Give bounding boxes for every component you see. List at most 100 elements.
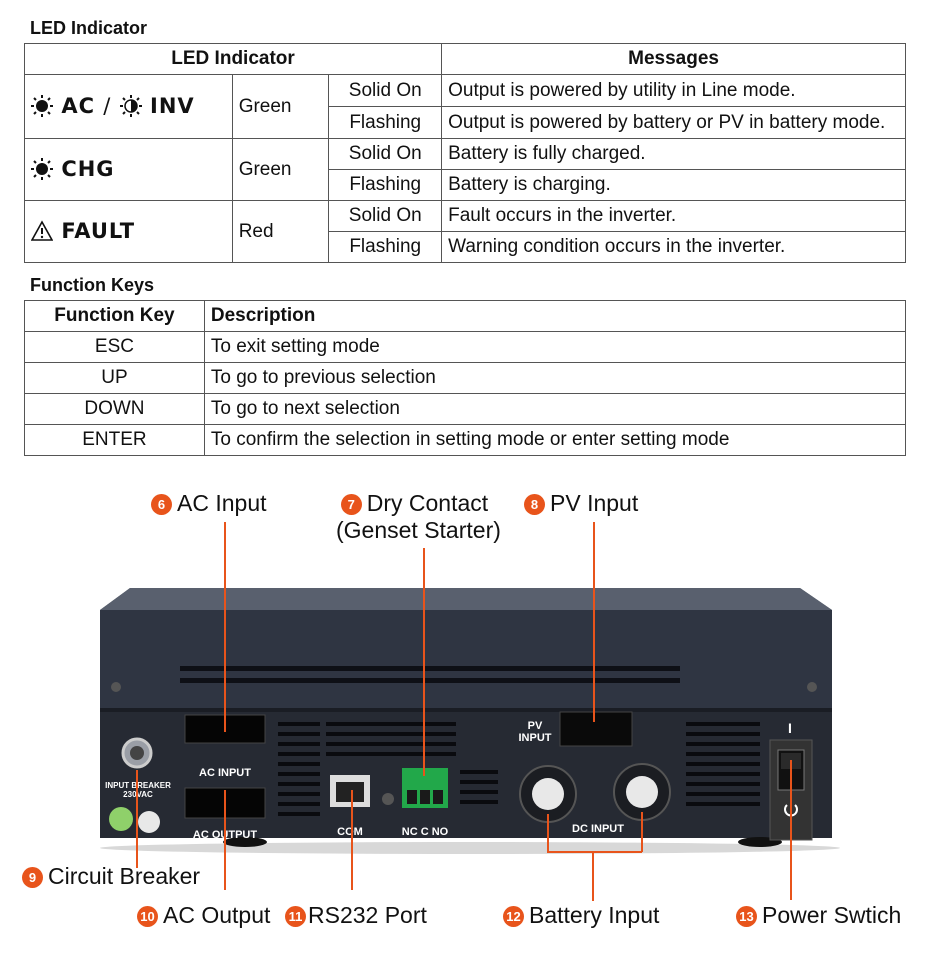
table-row: DOWN To go to next selection [24,393,907,425]
leader-line-battery-left [547,814,549,852]
callout-number-badge: 9 [22,867,43,888]
led-message-cell: Battery is fully charged. [441,138,906,170]
sun-filled-icon [31,95,53,117]
com-port-label: COM [337,826,363,838]
leader-line-rs232 [351,790,353,890]
table-row: ENTER To confirm the selection in settin… [24,424,907,456]
callout-label: Power Swtich [762,902,902,928]
function-key-cell: UP [24,362,205,394]
function-table-header-row: Function Key Description [24,300,907,332]
description-cell: To go to previous selection [203,362,907,394]
table-row: ESC To exit setting mode [24,331,907,363]
led-message-cell: Fault occurs in the inverter. [441,200,906,232]
callout-number-badge: 7 [340,494,362,515]
description-cell: To go to next selection [203,393,907,425]
led-indicator-table: LED Indicator Messages AC / [23,43,906,263]
callout-label: Dry Contact [366,490,489,516]
function-key-cell: DOWN [24,393,205,425]
breaker-rating-label: 230VAC [123,790,153,799]
callout-label: PV Input [550,490,639,516]
led-inv-text: INV [150,94,195,118]
callout-label: Circuit Breaker [48,863,201,889]
sun-half-icon [119,95,142,117]
function-keys-table: Function Key Description ESC To exit set… [24,300,907,456]
function-key-cell: ESC [24,331,205,363]
led-fault-text: FAULT [61,219,136,243]
led-state-cell: Flashing [328,169,443,201]
led-ac-text: AC [61,94,95,118]
description-cell: To exit setting mode [203,331,907,363]
led-color-cell: Red [231,200,330,263]
leader-line-battery [592,851,594,901]
function-section-title: Function Keys [30,275,155,295]
led-name-cell: FAULT [24,200,233,263]
led-row-ac-inv: AC / INV Green Solid On Output is powere… [24,74,906,139]
led-name-cell: CHG [24,138,233,201]
description-header: Description [203,300,907,332]
led-color-cell: Green [231,74,330,139]
pv-input-port-label: PV INPUT [510,720,560,744]
callout-number-badge: 10 [137,906,158,927]
table-row: UP To go to previous selection [24,362,907,394]
led-table-header-row: LED Indicator Messages [23,43,906,75]
function-key-cell: ENTER [24,424,205,456]
led-chg-label: CHG [31,157,115,181]
breaker-label: INPUT BREAKER 230VAC [104,781,172,799]
led-row-chg-flash: Flashing Battery is charging. [25,169,906,201]
led-row-fault-flash: Flashing Warning condition occurs in the… [25,231,906,263]
description-cell: To confirm the selection in setting mode… [203,424,907,456]
led-ac-inv-label: AC / INV [31,94,195,118]
led-chg-text: CHG [61,157,115,181]
led-state-cell: Flashing [328,106,443,139]
led-separator: / [103,94,112,118]
led-row-ac-inv-flash: Flashing Output is powered by battery or… [25,106,906,139]
callout-label: RS232 Port [308,902,427,928]
inverter-rear-panel-illustration [100,588,840,854]
callout-label: Battery Input [529,902,660,928]
pv-label-line2: INPUT [518,732,552,744]
callout-label: AC Input [177,490,267,516]
led-color-cell: Green [231,138,330,201]
messages-header-cell: Messages [441,43,906,75]
led-message-cell: Battery is charging. [441,169,906,201]
led-state-cell: Solid On [328,74,443,107]
led-message-cell: Output is powered by battery or PV in ba… [441,106,906,139]
leader-line-pv-input [593,522,595,722]
led-fault-label: FAULT [31,219,135,243]
led-row-chg: CHG Green Solid On Battery is fully char… [24,138,906,201]
sun-filled-icon [31,158,53,180]
led-state-cell: Solid On [328,138,443,170]
led-section-title: LED Indicator [30,18,148,38]
leader-line-battery-right [641,812,643,852]
ac-input-port-label: AC INPUT [199,767,251,779]
leader-line-breaker [136,770,138,868]
callout-number-badge: 13 [736,906,757,927]
led-message-cell: Output is powered by utility in Line mod… [441,74,906,107]
led-state-cell: Flashing [328,231,443,263]
nc-c-no-label: NC C NO [401,826,449,838]
leader-line-ac-input [224,522,226,732]
led-message-cell: Warning condition occurs in the inverter… [441,231,906,263]
led-row-fault: FAULT Red Solid On Fault occurs in the i… [24,200,906,263]
callout-number-badge: 6 [151,494,172,515]
leader-line-dry-contact [423,548,425,776]
led-state-cell: Solid On [328,200,443,232]
leader-line-battery-bar [547,851,642,853]
warning-triangle-icon [31,220,53,241]
leader-line-ac-output [224,790,226,890]
led-name-cell: AC / INV [24,74,233,139]
pv-label-line1: PV [527,720,543,732]
switch-on-mark: I [788,720,792,736]
function-key-header: Function Key [24,300,205,332]
breaker-label-line1: INPUT BREAKER [105,781,171,790]
led-header-cell: LED Indicator [23,43,443,75]
callout-number-badge: 8 [524,494,545,515]
